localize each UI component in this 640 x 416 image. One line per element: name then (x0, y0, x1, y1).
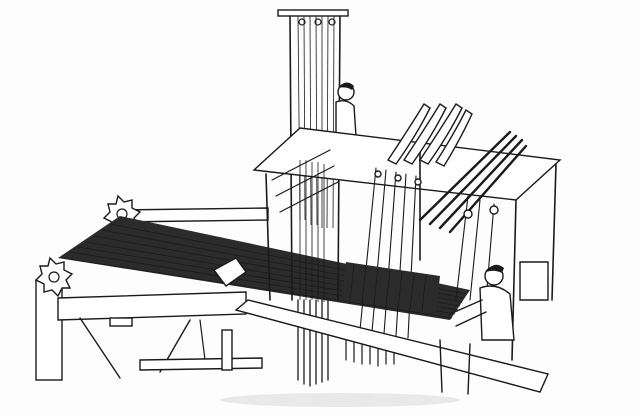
warp-clamp (212, 257, 247, 287)
weaver-figure (449, 264, 515, 341)
draw-boy-figure (335, 82, 357, 137)
breast-beam (234, 299, 549, 393)
lifting-levers (386, 103, 528, 234)
ground-shadow (220, 393, 460, 407)
heddle-cords (342, 167, 499, 339)
warp-frame (35, 207, 269, 381)
ratchet-wheel-left (34, 256, 74, 298)
front-frame (439, 261, 549, 395)
